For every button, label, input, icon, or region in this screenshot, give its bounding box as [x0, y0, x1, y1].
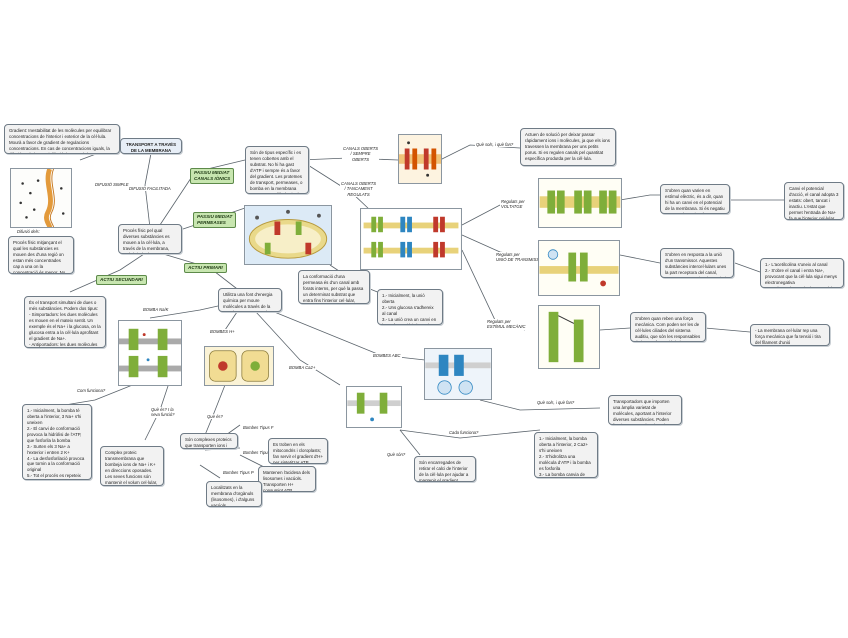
what-are-label: Què són? — [386, 452, 407, 458]
ca-pump-label: BOMBA Ca2+ — [288, 365, 317, 371]
ligand-gated-label: Regulats per UNIÓ DE TRANSMISSOR — [495, 252, 547, 263]
how-works-label: Com funciona? — [76, 388, 107, 394]
tag-passive-channels: PASSIU MEDIAT CANALS IÒNICS — [190, 168, 235, 184]
h-pump-label: BOMBES H+ — [209, 329, 236, 335]
ca-pump-what: Són encarregades de retirar el calci de … — [414, 456, 476, 482]
channels-text: Són de tipus específic i es tenen cobert… — [245, 146, 309, 194]
gradient-definition: Gradient: Inestabilitat de les molècules… — [4, 124, 120, 154]
h-pump-figure — [204, 346, 274, 386]
what-is-label: Què és? I la seva funció? — [150, 407, 180, 418]
root-title: TRANSPORT A TRAVÉS DE LA MEMBRANA — [120, 138, 182, 154]
voltage-gated-label: Regulats per VOLTATGE — [500, 199, 526, 210]
ca-pump-figure — [346, 386, 402, 428]
open-channel-figure — [398, 134, 442, 184]
channel-ions-label: Què sols, i què fan? — [475, 142, 515, 148]
ligand-gated-text: S'obren en resposta a la unió d'un trans… — [660, 248, 734, 278]
voltage-gated-text: S'obren quan varien en estímul elèctric,… — [660, 184, 730, 214]
mechanical-gated-figure — [538, 305, 600, 369]
na-k-function: Complex proteic transmembrana que bombej… — [100, 446, 164, 486]
permeases-text: La conformació d'una permeasa és d'un ca… — [298, 270, 370, 304]
simple-diffusion-figure — [10, 168, 72, 228]
f-type-label: Bombes Tipus F — [242, 425, 275, 431]
what-is-function-label: Què sols, i què fan? — [536, 400, 576, 406]
permeases-steps: 1.- Inicialment, la unió oberta 2.- Uns … — [377, 289, 443, 325]
ligand-gated-steps: 1.- L'acetilcolina s'uneix al canal 2.- … — [760, 258, 844, 288]
f-type-text: Es troben en els mitocondris i cloroplas… — [268, 438, 328, 464]
how-works-label-2: Cada funciona? — [448, 430, 480, 436]
tag-active-primary: ACTIU PRIMARI — [184, 263, 227, 273]
tag-active-secondary: ACTIU SECUNDARI — [96, 275, 147, 285]
abc-pump-label: BOMBES ABC — [372, 353, 402, 359]
v-type-text: Mantenen l'acidesa dels lisosomes i vacú… — [258, 466, 316, 492]
mechanical-gated-label: Regulats per ESTÍMUL MECÀNIC — [486, 319, 527, 330]
p-type-label: Bombes Tipus P — [222, 470, 255, 476]
voltage-gated-steps: Canvi el potencial d'acció, el canal ado… — [784, 182, 844, 220]
primary-active-text: Utilitza una font d'energia química per … — [218, 288, 282, 312]
open-channels-label: CANALS OBERTS / SEMPRE OBERTS — [342, 146, 380, 162]
mechanical-gated-steps: - La membrana cel·lular rep una força me… — [750, 324, 830, 346]
v-type-label: Bombes Tipus V — [242, 450, 275, 456]
diffusion-label: Difusió dels: — [16, 229, 41, 235]
v-type-location: Localitzats en la membrana d'orgànuls (l… — [206, 481, 262, 507]
simple-diffusion-text: Procés físic mitjançant el qual les subs… — [8, 236, 74, 274]
what-is-label-2: Què és? — [206, 414, 224, 420]
permease-figure — [244, 205, 332, 265]
tag-passive-permeases: PASSIU MEDIAT PERMEASES — [193, 212, 237, 228]
na-k-pump-figure — [118, 320, 182, 386]
gated-channels-figure — [360, 208, 462, 270]
ca-pump-steps: 1.- Inicialment, la bomba oberta a l'int… — [534, 432, 598, 478]
facilitated-diffusion-label: DIFUSIÓ FACILITADA — [128, 186, 172, 192]
abc-pump-figure — [424, 348, 492, 400]
regulated-channels-label: CANALS OBERTS / TANCAMENT REGULATS — [340, 181, 378, 197]
facilitated-diffusion-text: Procés físic pel qual diverses substànci… — [118, 224, 182, 254]
mechanical-gated-text: S'obren quan reben una força mecànica. C… — [630, 312, 706, 342]
na-k-pump-label: BOMBA Na/K — [142, 307, 170, 313]
ligand-gated-figure — [538, 240, 620, 296]
voltage-gated-figure — [538, 178, 622, 228]
abc-function: Transportadors que importen una àmplia v… — [608, 395, 682, 425]
p-type-text: Són complexes proteics que transporten i… — [180, 433, 238, 449]
simple-diffusion-label: DIFUSIÓ SIMPLE — [94, 182, 130, 188]
na-k-steps: 1.- Inicialment, la bomba té oberta a l'… — [22, 404, 92, 480]
open-channels-text: Actuen de solució per deixar passar ràpi… — [520, 128, 616, 166]
secondary-active-text: És el transport simultani de dues o més … — [24, 296, 106, 348]
